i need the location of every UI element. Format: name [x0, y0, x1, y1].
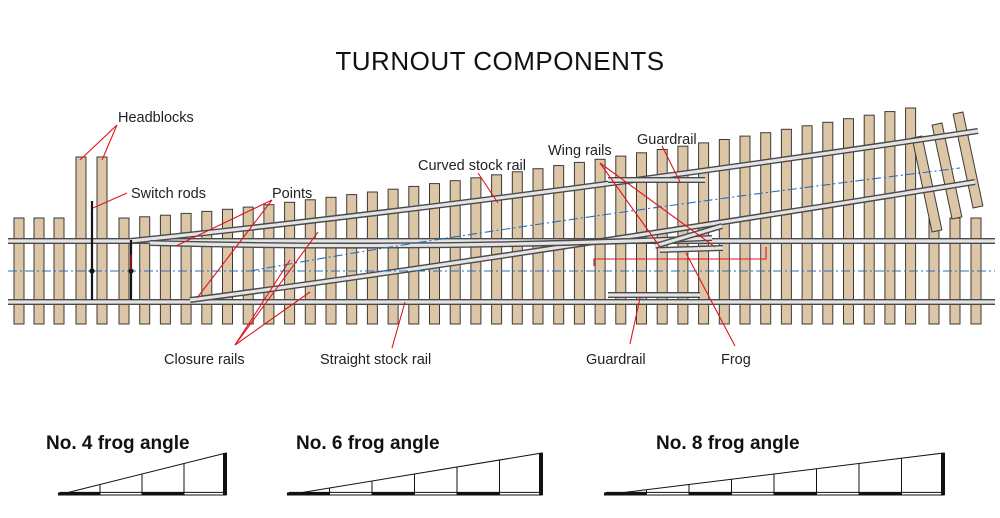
tie	[822, 121, 834, 325]
leader-points	[175, 199, 273, 247]
tie	[931, 122, 963, 220]
leader-wing-rails	[599, 162, 716, 248]
label-headblocks: Headblocks	[118, 110, 194, 126]
tie	[201, 210, 213, 325]
wedge-scale-block	[142, 492, 184, 495]
ties-group	[13, 107, 984, 325]
rod-pin	[89, 268, 95, 274]
label-wing-rails: Wing rails	[548, 143, 612, 159]
tie	[739, 135, 751, 325]
diverging-rail	[189, 180, 976, 302]
tie	[760, 132, 772, 325]
diagram-title: TURNOUT COMPONENTS	[335, 46, 664, 76]
frog-point-rail	[659, 246, 724, 252]
tie	[801, 125, 813, 325]
label-closure-rails: Closure rails	[164, 352, 245, 368]
tie	[952, 111, 984, 209]
leader-straight-stock-rail	[391, 301, 406, 349]
frog-angles-group: No. 4 frog angle No. 6 frog angle No. 8 …	[46, 433, 945, 496]
label-frog: Frog	[721, 352, 751, 368]
leader-points	[196, 199, 273, 299]
tie	[449, 180, 461, 325]
tie	[159, 214, 171, 325]
leader-switch-rods	[92, 192, 128, 209]
component-labels: Headblocks Switch rods Points Curved sto…	[118, 110, 751, 368]
tie	[346, 194, 358, 325]
label-switch-rods: Switch rods	[131, 186, 206, 202]
leader-closure-rails	[234, 259, 291, 346]
wedge-scale-block	[859, 492, 902, 495]
tie	[905, 107, 917, 325]
wedge-scale-block	[689, 492, 732, 495]
tie	[511, 171, 523, 325]
tie	[863, 114, 875, 325]
wedge-scale-block	[58, 492, 100, 495]
tie	[843, 118, 854, 325]
rails-group	[8, 128, 995, 305]
tie	[387, 188, 399, 325]
tie	[242, 206, 254, 325]
frog-angle-label: No. 6 frog angle	[296, 433, 440, 454]
leader-guardrail-top	[661, 145, 681, 183]
label-guardrail-top: Guardrail	[637, 132, 697, 148]
tie	[491, 174, 503, 325]
wing-rail	[654, 224, 723, 248]
frog-angle-wedge	[57, 452, 227, 496]
frog-angle-wedges	[57, 452, 945, 496]
tie	[780, 128, 792, 325]
wedge-scale-block	[287, 492, 330, 495]
leader-curved-stock-rail	[477, 172, 499, 204]
straight-closure-rail	[149, 236, 713, 248]
leader-frog	[685, 252, 736, 347]
diverging-centerline	[249, 167, 961, 272]
tie	[325, 196, 337, 325]
frog-angle-wedge	[286, 452, 543, 496]
frog-angle-wedge	[603, 452, 945, 496]
wedge-scale-block	[774, 492, 817, 495]
label-straight-stock-rail: Straight stock rail	[320, 352, 431, 368]
tie	[911, 135, 943, 233]
centerlines-group	[8, 167, 995, 272]
tie	[718, 139, 730, 325]
leader-frog-bracket	[593, 247, 767, 266]
leader-lines	[79, 124, 767, 349]
tie	[408, 185, 420, 325]
leader-guardrail-bottom	[629, 297, 641, 345]
leader-closure-rails	[234, 231, 319, 346]
label-guardrail-bottom: Guardrail	[586, 352, 646, 368]
wedge-edge	[941, 453, 945, 495]
tie	[222, 208, 233, 325]
leader-closure-rails	[234, 291, 311, 346]
wedge-edge	[223, 453, 227, 495]
tie	[884, 111, 896, 325]
wedge-scale-block	[457, 492, 500, 495]
label-points: Points	[272, 186, 312, 202]
frog-angle-label: No. 8 frog angle	[656, 433, 800, 454]
tie	[139, 216, 151, 325]
tie	[366, 191, 378, 325]
tie	[470, 177, 482, 325]
leader-headblocks	[79, 124, 118, 161]
curved-stock-rail	[129, 129, 979, 243]
leader-wing-rails	[599, 162, 661, 248]
label-curved-stock-rail: Curved stock rail	[418, 158, 526, 174]
tie	[304, 199, 316, 325]
frog-angle-label: No. 4 frog angle	[46, 433, 190, 454]
tie	[180, 212, 192, 325]
wedge-scale-block	[372, 492, 415, 495]
tie	[429, 183, 440, 325]
leader-headblocks	[101, 124, 118, 161]
wedge-scale-block	[604, 492, 647, 495]
rod-pin	[128, 268, 134, 274]
wedge-edge	[539, 453, 543, 495]
